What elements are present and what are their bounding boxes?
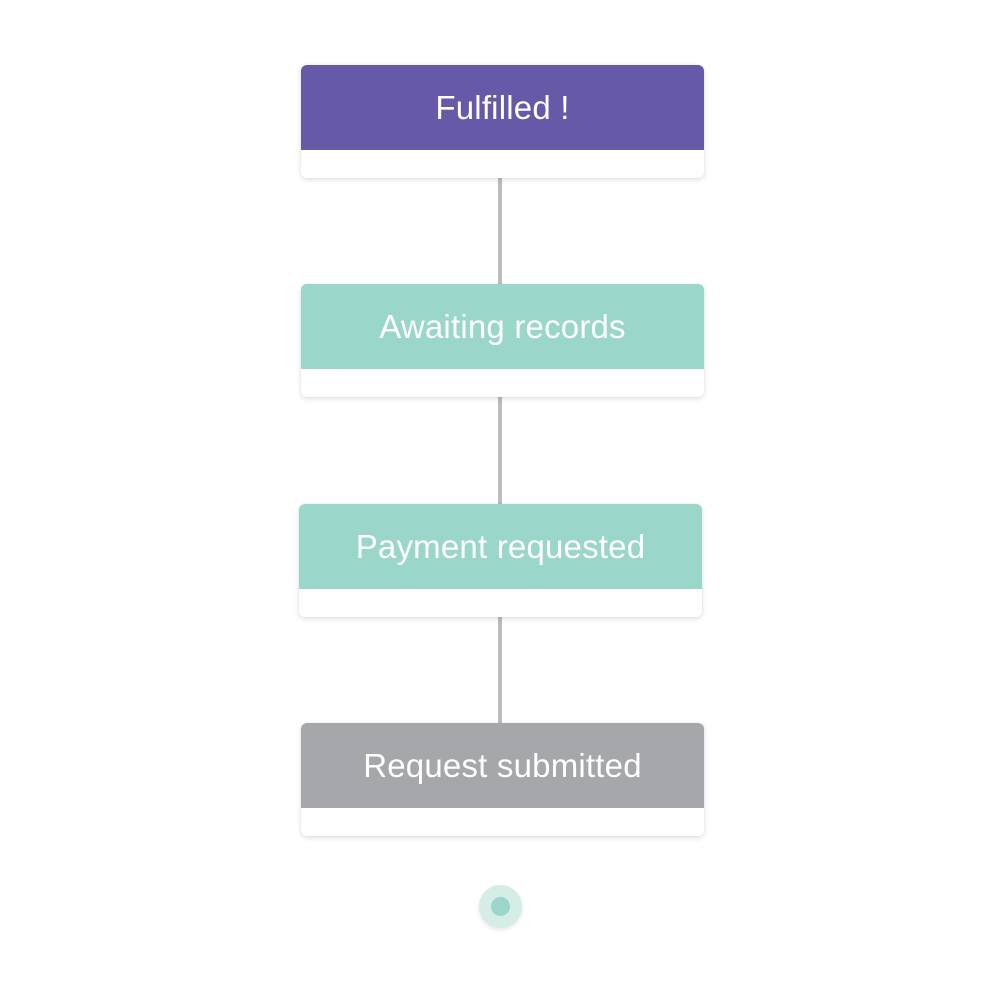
step-footer bbox=[301, 369, 704, 397]
step-header: Fulfilled ! bbox=[301, 65, 704, 150]
step-header: Awaiting records bbox=[301, 284, 704, 369]
step-label: Request submitted bbox=[363, 746, 642, 784]
step-card-awaiting-records: Awaiting records bbox=[301, 284, 704, 397]
step-label: Fulfilled ! bbox=[435, 88, 570, 126]
step-header: Request submitted bbox=[301, 723, 704, 808]
start-dot-icon bbox=[479, 885, 522, 928]
step-card-payment-requested: Payment requested bbox=[299, 504, 702, 617]
step-card-fulfilled: Fulfilled ! bbox=[301, 65, 704, 178]
step-card-request-submitted: Request submitted bbox=[301, 723, 704, 836]
connector-line bbox=[498, 178, 502, 284]
step-label: Payment requested bbox=[355, 527, 646, 565]
step-footer bbox=[299, 589, 702, 617]
step-header: Payment requested bbox=[299, 504, 702, 589]
step-footer bbox=[301, 150, 704, 178]
step-footer bbox=[301, 808, 704, 836]
step-label: Awaiting records bbox=[379, 307, 626, 345]
start-dot-core bbox=[491, 897, 510, 916]
connector-line bbox=[498, 397, 502, 504]
connector-line bbox=[498, 616, 502, 723]
